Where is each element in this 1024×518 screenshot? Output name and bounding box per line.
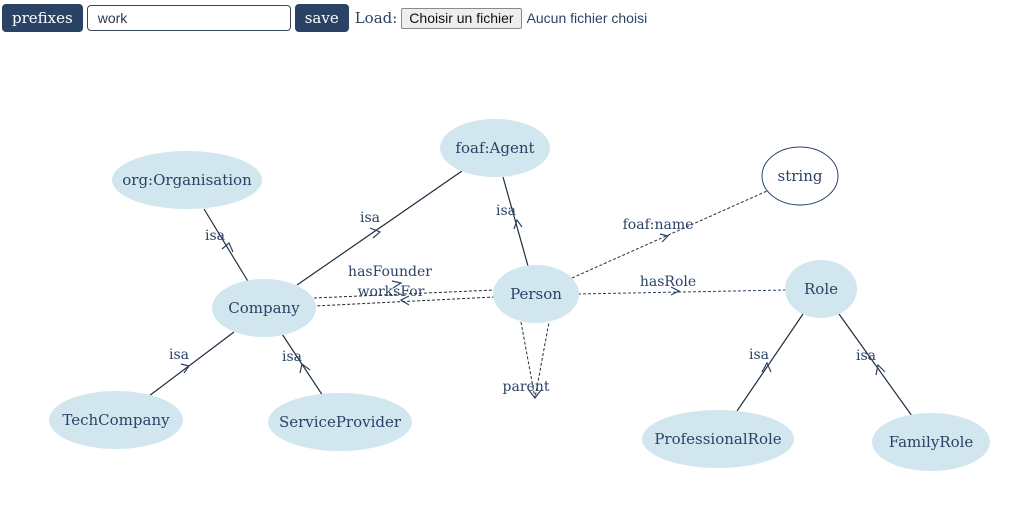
node-label: org:Organisation xyxy=(122,171,252,189)
node-label: Company xyxy=(228,299,300,317)
node-foaf-agent[interactable]: foaf:Agent xyxy=(440,119,550,177)
node-label: Role xyxy=(804,280,838,298)
node-label: string xyxy=(778,167,823,185)
edge-techcompany-isa-company[interactable]: isa xyxy=(148,331,235,397)
node-familyrole[interactable]: FamilyRole xyxy=(872,413,990,471)
edge-person-worksfor-company[interactable]: worksFor xyxy=(313,284,496,307)
edge-company-hasfounder-person[interactable]: hasFounder xyxy=(313,264,496,299)
node-techcompany[interactable]: TechCompany xyxy=(49,391,183,449)
edge-professionalrole-isa-role[interactable]: isa xyxy=(736,313,804,412)
edge-label: hasRole xyxy=(640,274,696,290)
ontology-name-input[interactable] xyxy=(86,5,291,31)
node-professionalrole[interactable]: ProfessionalRole xyxy=(642,410,794,468)
node-label: FamilyRole xyxy=(889,433,974,451)
edge-label: foaf:name xyxy=(623,217,694,233)
load-label: Load: xyxy=(354,9,398,27)
choose-file-button[interactable]: Choisir un fichier xyxy=(401,7,522,29)
edge-person-name-string[interactable]: foaf:name xyxy=(571,190,768,279)
file-status-text: Aucun fichier choisi xyxy=(526,10,648,26)
node-label: Person xyxy=(510,285,562,303)
save-button[interactable]: save xyxy=(294,4,349,32)
edge-person-hasrole-role[interactable]: hasRole xyxy=(577,274,787,296)
node-org-organisation[interactable]: org:Organisation xyxy=(112,151,262,209)
node-role[interactable]: Role xyxy=(785,260,857,318)
edge-label: parent xyxy=(503,379,550,395)
edge-label: isa xyxy=(205,228,225,244)
edge-label: isa xyxy=(496,203,516,219)
edge-person-parent-person[interactable]: parent xyxy=(503,321,550,399)
node-serviceprovider[interactable]: ServiceProvider xyxy=(268,393,412,451)
edge-label: hasFounder xyxy=(348,264,432,280)
edge-label: isa xyxy=(749,347,769,363)
edge-label: isa xyxy=(282,349,302,365)
node-company[interactable]: Company xyxy=(212,279,316,337)
edge-label: worksFor xyxy=(358,284,425,300)
nodes: org:Organisation foaf:Agent string Compa… xyxy=(49,119,990,471)
edge-serviceprovider-isa-company[interactable]: isa xyxy=(281,333,324,397)
edge-label: isa xyxy=(360,210,380,226)
toolbar: prefixes save Load: Choisir un fichier A… xyxy=(2,4,647,32)
edges: isa isa isa isa isa isa xyxy=(148,170,913,417)
edge-label: isa xyxy=(169,347,189,363)
node-label: TechCompany xyxy=(62,411,170,429)
prefixes-button[interactable]: prefixes xyxy=(2,4,83,32)
node-string[interactable]: string xyxy=(761,146,839,206)
edge-familyrole-isa-role[interactable]: isa xyxy=(838,313,913,417)
edge-company-isa-agent[interactable]: isa xyxy=(296,170,463,286)
edge-company-isa-organisation[interactable]: isa xyxy=(203,208,250,284)
node-label: foaf:Agent xyxy=(455,139,534,157)
node-label: ServiceProvider xyxy=(279,413,402,431)
edge-person-isa-agent[interactable]: isa xyxy=(496,176,529,267)
node-person[interactable]: Person xyxy=(493,265,579,323)
edge-label: isa xyxy=(856,348,876,364)
node-label: ProfessionalRole xyxy=(654,430,781,448)
